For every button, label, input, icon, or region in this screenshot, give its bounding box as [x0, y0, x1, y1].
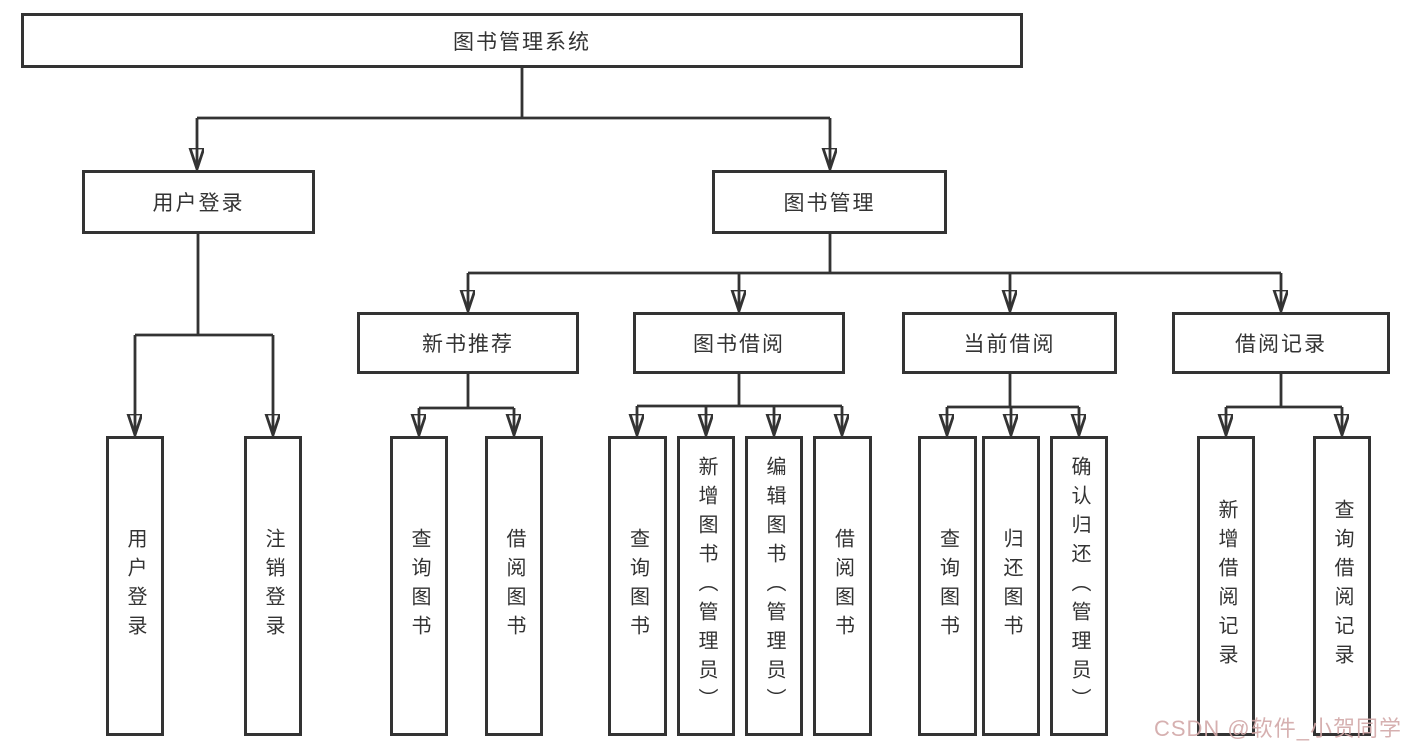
leaf-user-login: 用户登录 [106, 436, 164, 736]
node-user-login: 用户登录 [82, 170, 315, 234]
leaf-user-logout: 注销登录 [244, 436, 302, 736]
leaf-borrow-query: 查询图书 [608, 436, 667, 736]
leaf-borrow-add-label: 新增图书（管理员） [695, 455, 717, 717]
leaf-record-add-label: 新增借阅记录 [1215, 499, 1237, 673]
connector-current-borrow-to-leaves [947, 374, 1079, 434]
leaf-current-return-label: 归还图书 [1000, 528, 1022, 644]
node-new-book-label: 新书推荐 [422, 333, 514, 356]
leaf-borrow-add: 新增图书（管理员） [677, 436, 735, 736]
leaf-current-confirm: 确认归还（管理员） [1050, 436, 1108, 736]
leaf-newbook-borrow: 借阅图书 [485, 436, 543, 736]
leaf-current-confirm-label: 确认归还（管理员） [1068, 455, 1090, 717]
leaf-record-add: 新增借阅记录 [1197, 436, 1255, 736]
leaf-newbook-borrow-label: 借阅图书 [503, 528, 525, 644]
node-root-label: 图书管理系统 [453, 30, 591, 54]
connector-book-borrow-to-leaves [637, 374, 842, 434]
node-borrow-record-label: 借阅记录 [1235, 333, 1327, 356]
leaf-borrow-edit: 编辑图书（管理员） [745, 436, 803, 736]
leaf-newbook-query: 查询图书 [390, 436, 448, 736]
node-book-borrow-label: 图书借阅 [693, 333, 785, 356]
node-borrow-record: 借阅记录 [1172, 312, 1390, 374]
node-user-login-label: 用户登录 [152, 192, 245, 215]
leaf-borrow-edit-label: 编辑图书（管理员） [763, 455, 785, 717]
connector-borrow-record-to-leaves [1226, 374, 1342, 434]
leaf-user-logout-label: 注销登录 [262, 528, 284, 644]
leaf-current-query-label: 查询图书 [936, 528, 959, 644]
node-current-borrow-label: 当前借阅 [963, 333, 1056, 356]
node-book-management-label: 图书管理 [783, 192, 876, 215]
node-book-management: 图书管理 [712, 170, 947, 234]
leaf-borrow-borrow: 借阅图书 [813, 436, 872, 736]
leaf-current-query: 查询图书 [918, 436, 977, 736]
connector-book-management-to-level2 [468, 234, 1281, 310]
connector-new-book-to-leaves [419, 374, 514, 434]
leaf-newbook-query-label: 查询图书 [408, 528, 430, 644]
csdn-watermark: CSDN @软件_小贺同学 [1153, 716, 1402, 741]
node-root: 图书管理系统 [21, 13, 1023, 68]
leaf-borrow-borrow-label: 借阅图书 [831, 528, 854, 644]
leaf-user-login-label: 用户登录 [124, 528, 146, 644]
leaf-record-query-label: 查询借阅记录 [1331, 499, 1353, 673]
leaf-current-return: 归还图书 [982, 436, 1040, 736]
node-book-borrow: 图书借阅 [633, 312, 845, 374]
leaf-borrow-query-label: 查询图书 [626, 528, 649, 644]
connector-root-to-level1 [197, 65, 830, 168]
leaf-record-query: 查询借阅记录 [1313, 436, 1371, 736]
connector-user-login-to-leaves [135, 234, 273, 434]
node-current-borrow: 当前借阅 [902, 312, 1117, 374]
node-new-book: 新书推荐 [357, 312, 579, 374]
